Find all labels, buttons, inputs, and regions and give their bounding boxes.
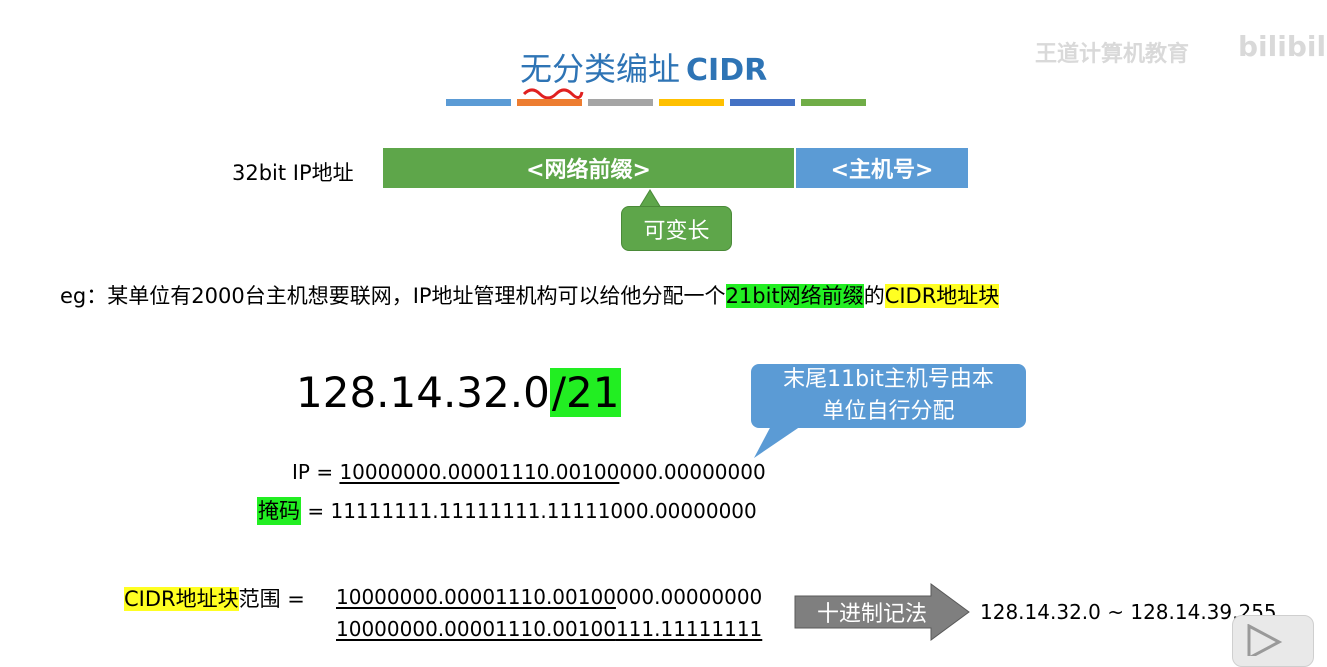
bubble-line-2: 单位自行分配 — [822, 399, 955, 424]
binary-ip-row: IP = 10000000.00001110.00100000.00000000 — [292, 460, 766, 484]
highlight-prefix-bits: 21bit网络前缀 — [725, 284, 864, 308]
stripe-gold — [659, 99, 724, 106]
stripe-gray — [588, 99, 653, 106]
red-wavy-underline — [522, 88, 584, 100]
range-line-1-net: 10000000.00001110.00100 — [336, 585, 616, 609]
range-label-rest: 范围 = — [238, 587, 305, 611]
example-text: eg：某单位有2000台主机想要联网，IP地址管理机构可以给他分配一个 — [60, 284, 726, 308]
binary-ip-net: 10000000.00001110.00100 — [339, 460, 620, 484]
binary-ip-host: 000.00000000 — [619, 460, 766, 484]
range-line-1: 10000000.00001110.00100000.00000000 — [336, 585, 762, 609]
cidr-suffix: /21 — [549, 368, 622, 417]
highlight-cidr-block: CIDR地址块 — [884, 284, 1000, 308]
cidr-address: 128.14.32.0 — [296, 368, 550, 417]
play-icon — [1247, 623, 1283, 661]
watermark-text: 王道计算机教育 — [1035, 42, 1190, 67]
range-line-2-net: 10000000.00001110.00100 — [336, 617, 616, 641]
range-line-2-host: 111.11111111 — [615, 617, 763, 641]
decimal-arrow-label: 十进制记法 — [816, 602, 927, 627]
host-bar: <主机号> — [796, 148, 968, 188]
binary-mask-row: 掩码 = 11111111.11111111.11111000.00000000 — [257, 495, 757, 525]
range-line-2: 10000000.00001110.00100111.11111111 — [336, 617, 762, 641]
callout-pointer — [638, 189, 662, 208]
stripe-blue — [446, 99, 511, 106]
variable-length-callout: 可变长 — [621, 206, 732, 251]
bubble-line-1: 末尾11bit主机号由本 — [783, 367, 994, 392]
ip-bits-label: 32bit IP地址 — [232, 161, 354, 185]
range-highlight: CIDR地址块 — [124, 587, 239, 611]
mask-label: 掩码 — [257, 497, 301, 525]
cidr-notation: 128.14.32.0/21 — [296, 368, 622, 417]
stripe-darkblue — [730, 99, 795, 106]
stripe-green — [801, 99, 866, 106]
range-label: CIDR地址块范围 = — [124, 583, 305, 613]
binary-ip-label: IP = — [292, 460, 334, 484]
mask-value: 11111111.11111111.11111000.00000000 — [330, 499, 757, 523]
title-latin: CIDR — [686, 53, 768, 88]
mask-eq: = — [307, 499, 325, 523]
example-sentence: eg：某单位有2000台主机想要联网，IP地址管理机构可以给他分配一个21bit… — [60, 280, 1000, 310]
decimal-range: 128.14.32.0 ~ 128.14.39.255 — [980, 600, 1277, 624]
bubble-tail — [754, 424, 804, 458]
host-bits-bubble: 末尾11bit主机号由本 单位自行分配 — [751, 364, 1026, 428]
range-line-1-host: 000.00000000 — [615, 585, 763, 609]
decimal-arrow — [794, 583, 970, 641]
example-middle: 的 — [863, 284, 885, 308]
stripe-orange — [517, 99, 582, 106]
title-cn: 无分类编址 — [520, 50, 681, 88]
watermark-logo: bilibili — [1238, 30, 1327, 63]
prefix-bar: <网络前缀> — [383, 148, 794, 188]
player-control[interactable] — [1232, 615, 1314, 667]
